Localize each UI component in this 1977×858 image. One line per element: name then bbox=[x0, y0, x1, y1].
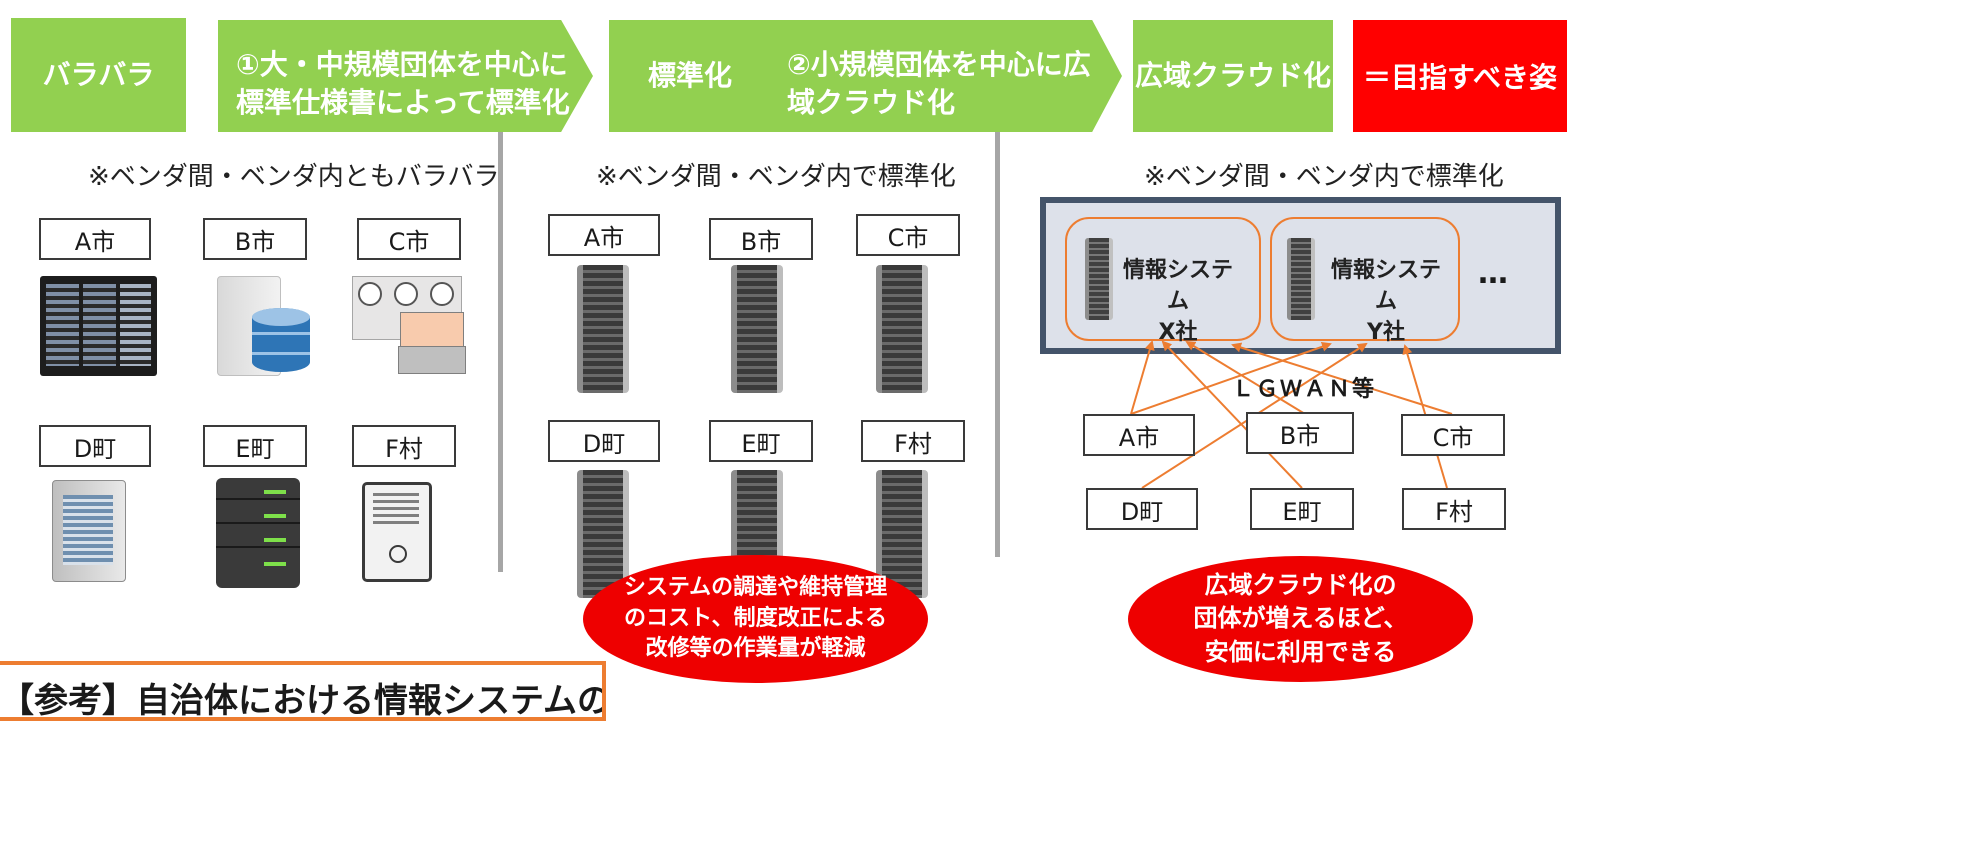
server-tower-icon-a bbox=[577, 265, 629, 393]
pc-tower-icon bbox=[362, 482, 432, 582]
callout-cheaper-cloud: 広域クラウド化の 団体が増えるほど、 安価に利用できる bbox=[1128, 556, 1473, 682]
label-a-city-cloud: A市 bbox=[1083, 414, 1195, 456]
system-x-label: 情報システム X社 bbox=[1118, 256, 1238, 348]
line-a-to-x bbox=[1130, 340, 1155, 415]
note-middle: ※ベンダ間・ベンダ内で標準化 bbox=[596, 162, 956, 192]
label-b-city-std: B市 bbox=[709, 218, 813, 260]
callout-cost-line2: のコスト、制度改正による bbox=[624, 605, 887, 631]
system-x-box bbox=[1065, 217, 1261, 341]
reference-title-box: 【参考】自治体における情報システムの状況 bbox=[0, 661, 606, 721]
line-a-to-y bbox=[1130, 341, 1332, 415]
label-b-city-cloud: B市 bbox=[1246, 412, 1354, 454]
label-a-city-std: A市 bbox=[548, 214, 660, 256]
tower-server-icon bbox=[52, 480, 126, 582]
divider-right bbox=[995, 132, 1000, 557]
system-x-line1: 情報システム bbox=[1122, 258, 1233, 314]
line-e-to-x bbox=[1161, 340, 1303, 489]
label-d-town-std: D町 bbox=[548, 420, 660, 462]
callout-cloud-line2: 団体が増えるほど、 bbox=[1193, 604, 1408, 633]
arrow-step1: ①大・中規模団体を中心に 標準仕様書によって標準化 bbox=[218, 20, 593, 132]
label-e-town-cloud: E町 bbox=[1250, 488, 1354, 530]
system-x-line2: X社 bbox=[1158, 319, 1198, 345]
divider-left bbox=[498, 132, 503, 572]
server-tower-icon-d bbox=[577, 470, 629, 598]
more-systems-ellipsis: … bbox=[1478, 256, 1508, 291]
arrow-step2-line2: 域クラウド化 bbox=[787, 85, 956, 119]
system-y-line1: 情報システム bbox=[1330, 258, 1441, 314]
label-b-city: B市 bbox=[203, 218, 307, 260]
stage-standardized: 標準化 bbox=[609, 20, 771, 132]
server-tower-icon-c bbox=[876, 265, 928, 393]
label-a-city: A市 bbox=[39, 218, 151, 260]
stage-wide-cloud-label: 広域クラウド化 bbox=[1134, 58, 1331, 92]
database-server-icon bbox=[212, 276, 312, 376]
stage-fragmented-label: バラバラ bbox=[42, 57, 155, 91]
note-left: ※ベンダ間・ベンダ内ともバラバラ bbox=[88, 162, 500, 192]
server-tower-icon-y bbox=[1287, 238, 1315, 320]
arrow-step2-line1: ②小規模団体を中心に広 bbox=[787, 48, 1091, 81]
label-e-town-std: E町 bbox=[709, 420, 813, 462]
reference-title: 【参考】自治体における情報システムの状況 bbox=[0, 681, 602, 721]
rack-server-icon bbox=[40, 276, 157, 376]
label-f-village-cloud: F村 bbox=[1402, 488, 1506, 530]
line-c-to-x bbox=[1231, 342, 1453, 415]
label-f-village: F村 bbox=[352, 425, 456, 467]
mainframe-icon bbox=[352, 276, 466, 376]
system-y-box bbox=[1270, 217, 1460, 341]
callout-cloud-line1: 広域クラウド化の bbox=[1204, 570, 1397, 599]
goal-badge-label: ＝目指すべき姿 bbox=[1362, 61, 1558, 94]
lgwan-label: ＬＧＷＡＮ等 bbox=[1232, 377, 1377, 402]
label-c-city: C市 bbox=[357, 218, 461, 260]
server-tower-icon-b bbox=[731, 265, 783, 393]
stage-standardized-label: 標準化 bbox=[647, 58, 732, 92]
label-c-city-std: C市 bbox=[856, 214, 960, 256]
label-d-town: D町 bbox=[39, 425, 151, 467]
callout-cloud-line3: 安価に利用できる bbox=[1204, 637, 1397, 666]
label-d-town-cloud: D町 bbox=[1086, 488, 1198, 530]
goal-badge: ＝目指すべき姿 bbox=[1353, 20, 1567, 132]
callout-cost-line3: 改修等の作業量が軽減 bbox=[645, 636, 866, 662]
system-y-label: 情報システム Y社 bbox=[1326, 256, 1446, 348]
note-right: ※ベンダ間・ベンダ内で標準化 bbox=[1144, 162, 1504, 192]
stage-wide-cloud: 広域クラウド化 bbox=[1133, 20, 1333, 132]
arrow-step2: ②小規模団体を中心に広 域クラウド化 bbox=[771, 20, 1122, 132]
callout-cost-reduction: システムの調達や維持管理 のコスト、制度改正による 改修等の作業量が軽減 bbox=[583, 555, 928, 683]
label-f-village-std: F村 bbox=[861, 420, 965, 462]
dark-server-icon bbox=[216, 478, 300, 588]
arrow-step1-line2: 標準仕様書によって標準化 bbox=[236, 85, 570, 119]
server-tower-icon-x bbox=[1085, 238, 1113, 320]
system-y-line2: Y社 bbox=[1367, 319, 1405, 345]
stage-fragmented: バラバラ bbox=[11, 18, 186, 132]
label-c-city-cloud: C市 bbox=[1401, 414, 1505, 456]
arrow-step1-line1: ①大・中規模団体を中心に bbox=[236, 48, 568, 81]
callout-cost-line1: システムの調達や維持管理 bbox=[623, 574, 888, 600]
label-e-town: E町 bbox=[203, 425, 307, 467]
line-b-to-x bbox=[1185, 340, 1306, 415]
